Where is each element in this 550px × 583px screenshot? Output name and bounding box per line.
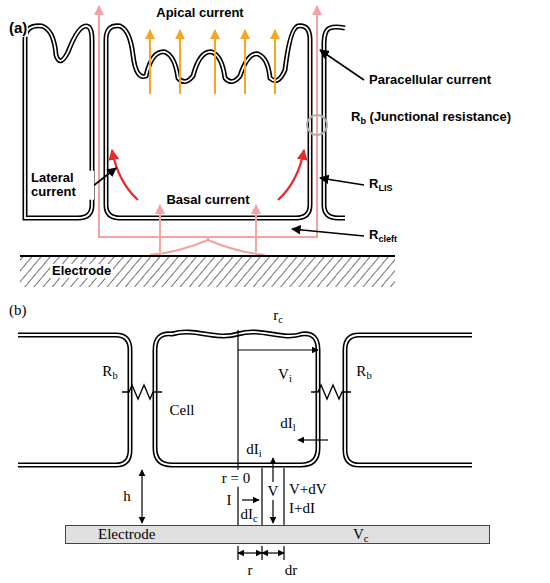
paracellular-current-path (99, 6, 317, 255)
callout-label: (a) (8, 20, 28, 37)
current-arrow (298, 439, 328, 440)
text-part: dI (246, 441, 259, 457)
apical-arrow (149, 30, 151, 94)
callout-label: dIc (239, 506, 258, 524)
callout-label: Paracellular current (368, 73, 492, 87)
subscript: cleft (378, 234, 397, 244)
callout-label: Cell (169, 402, 196, 419)
callout-label: Rb (Junctional resistance) (350, 110, 512, 125)
callout-label: RLIS (368, 177, 394, 192)
electrode-hatching (20, 255, 395, 287)
apical-arrow (214, 30, 216, 94)
node-label: Electrode (50, 264, 113, 278)
callout-label: Rb (355, 363, 372, 381)
resistor-symbol (122, 385, 351, 399)
callout-label: Rcleft (368, 228, 398, 243)
text-part: dI (280, 415, 293, 431)
leader-arrow (292, 229, 364, 236)
node-label: Electrode (96, 526, 157, 543)
subscript: c (278, 314, 283, 325)
cell-membrane (155, 332, 318, 465)
text-part: r (273, 307, 278, 323)
subscript: c (364, 533, 369, 544)
subscript: l (293, 422, 296, 433)
apical-current-arrows (150, 30, 275, 94)
current-arrow (272, 458, 273, 482)
text-part: R (356, 363, 366, 379)
leader-lines (88, 50, 364, 236)
electrode-band: Electrode (20, 255, 395, 287)
radius-arrow (238, 349, 318, 350)
text-part: R (369, 227, 378, 242)
subscript: b (366, 370, 371, 381)
dimension-arrow (262, 552, 284, 553)
text-part: V (353, 526, 364, 542)
dimension-arrow (238, 552, 262, 553)
slab-line (261, 468, 262, 525)
leader-arrow (320, 50, 364, 80)
current-source (150, 240, 265, 255)
callout-label: Rb (101, 363, 118, 381)
lateral-arrow (278, 150, 304, 200)
leader-arrow (320, 178, 364, 185)
current-arrow (242, 499, 259, 500)
cell-membrane (155, 332, 318, 465)
callout-label: V (267, 483, 280, 500)
callout-label: r (247, 562, 254, 579)
callout-label: h (122, 488, 132, 505)
callout-label: I+dI (288, 500, 316, 517)
node-label: Vc (351, 526, 371, 544)
callout-label: (b) (8, 302, 28, 319)
callout-label: dIi (245, 441, 262, 459)
subscript: i (259, 448, 262, 459)
cell-membrane (345, 335, 472, 465)
callout-label: r = 0 (221, 470, 251, 487)
subscript: c (253, 513, 258, 524)
callout-label: dIl (279, 415, 296, 433)
dimension-tick (238, 546, 284, 560)
cell-membrane (345, 335, 472, 465)
gap-height-arrow (141, 470, 142, 523)
slab-line (283, 468, 284, 525)
basal-current-arrow (255, 205, 257, 252)
current-arrow (272, 500, 273, 523)
text-part: R (369, 176, 378, 191)
subscript: LIS (378, 183, 392, 193)
callout-label: dr (284, 562, 299, 579)
lateral-arrow (112, 150, 138, 200)
axis-line (237, 330, 238, 525)
resistor-symbol (122, 385, 162, 399)
apical-arrow (274, 30, 276, 94)
text-part: (Junctional resistance) (366, 109, 511, 124)
cell-membrane (18, 335, 130, 465)
callout-label: Lateral current (30, 171, 94, 200)
subscript: i (289, 373, 292, 384)
cell-membrane (106, 26, 310, 218)
electrode-band: Electrode Vc (65, 525, 490, 544)
apical-arrow (179, 30, 181, 94)
basal-current-arrow (159, 205, 161, 252)
callout-label: Vi (277, 366, 293, 384)
text-part: dI (240, 506, 253, 522)
callout-label: Apical current (155, 6, 244, 20)
subscript: b (112, 370, 117, 381)
junction-circle (307, 115, 327, 135)
callout-label: V+dV (288, 481, 328, 498)
callout-label: Basal current (165, 193, 250, 207)
text-part: V (278, 366, 289, 382)
subscript: b (360, 116, 366, 126)
callout-label: I (226, 492, 233, 509)
apical-arrow (244, 30, 246, 94)
text-part: R (351, 109, 360, 124)
callout-label: rc (272, 307, 284, 325)
cell-membrane (106, 26, 310, 218)
cell-membrane (18, 335, 130, 465)
resistor-symbol (311, 385, 351, 399)
text-part: R (102, 363, 112, 379)
